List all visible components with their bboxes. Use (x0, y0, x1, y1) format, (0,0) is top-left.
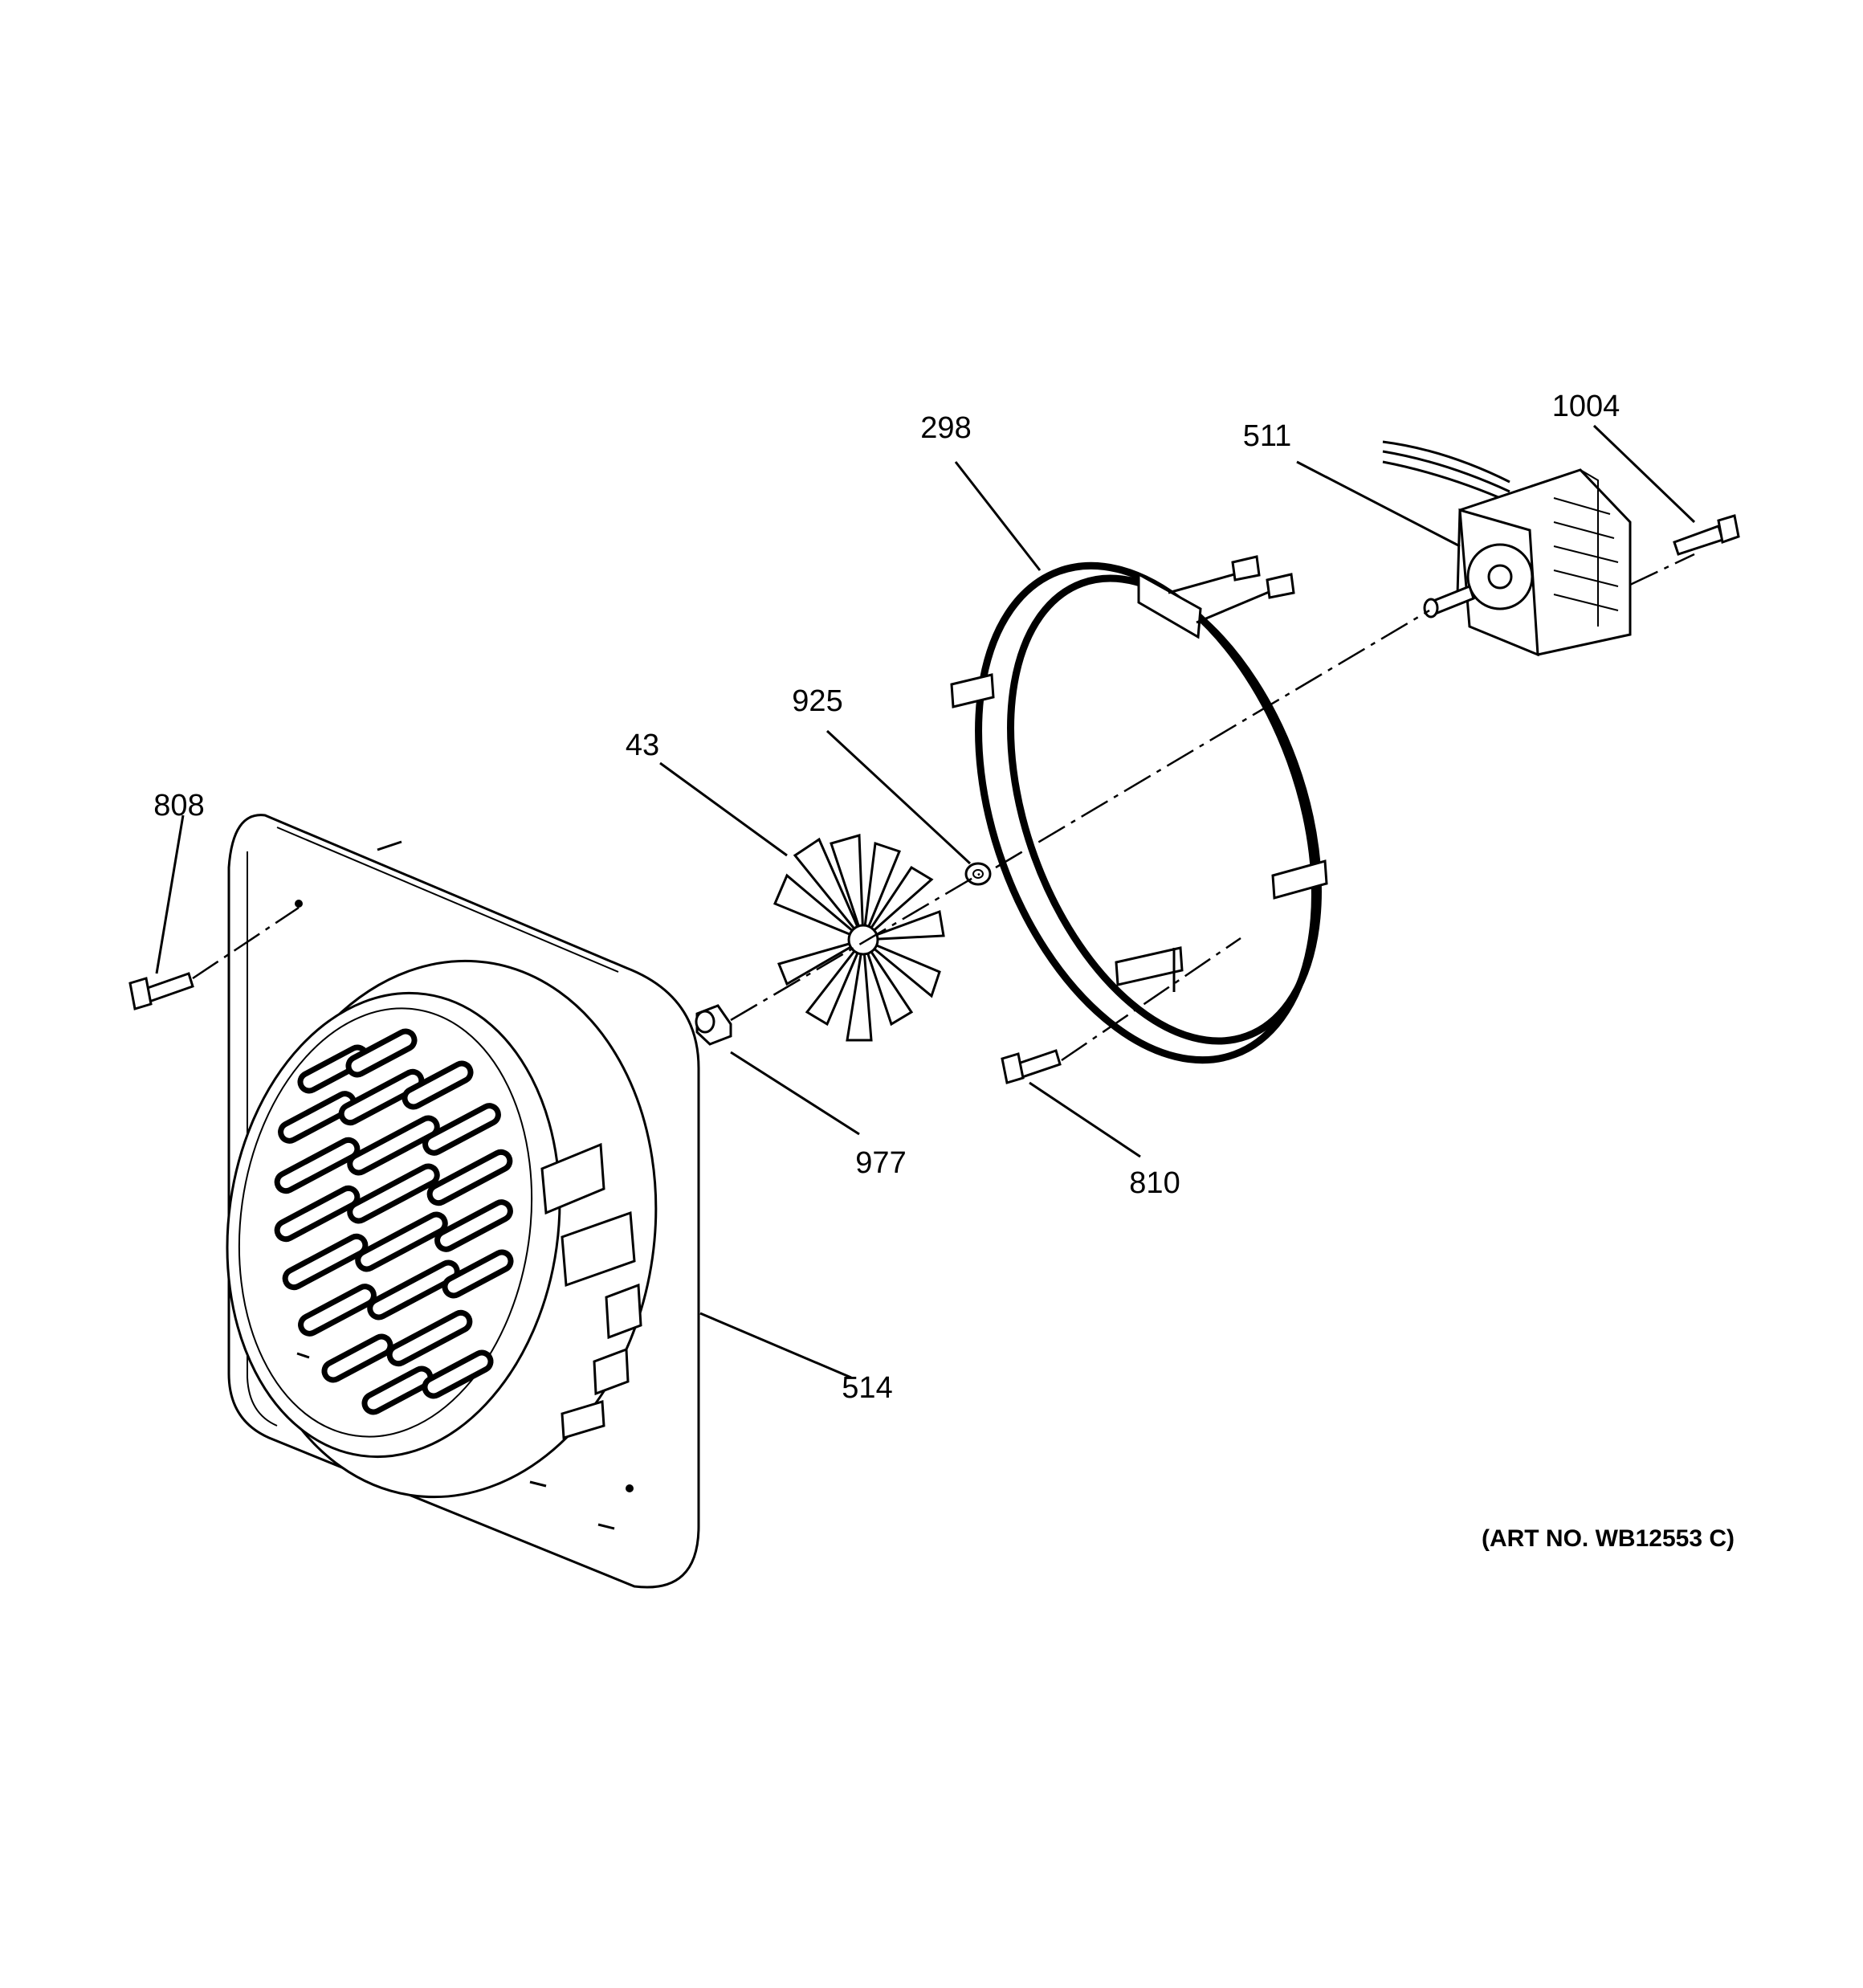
leader-lines (155, 424, 1696, 1379)
nut-icon[interactable] (695, 1004, 732, 1046)
assembly-axis-lines (192, 553, 1695, 1062)
callout-925: 925 (792, 684, 842, 718)
callout-977: 977 (855, 1146, 906, 1180)
screw-icon[interactable] (128, 972, 194, 1010)
callout-810: 810 (1129, 1166, 1180, 1200)
callout-511: 511 (1243, 419, 1292, 453)
screw-icon[interactable] (1673, 514, 1740, 556)
grille-slots (274, 1028, 514, 1415)
fan-blade-icon[interactable] (773, 834, 945, 1042)
screw-icon[interactable] (1001, 1049, 1062, 1084)
callout-298: 298 (920, 411, 971, 445)
callout-1004: 1004 (1552, 390, 1620, 423)
callout-514: 514 (842, 1371, 892, 1405)
callout-labels: 298 511 1004 925 43 808 977 810 514 (153, 390, 1620, 1405)
heating-element-ring-icon[interactable] (915, 519, 1378, 1106)
callout-808: 808 (153, 789, 204, 823)
callout-43: 43 (626, 729, 659, 762)
art-number: (ART NO. WB12553 C) (1482, 1525, 1735, 1552)
fan-motor-icon[interactable] (1382, 440, 1632, 657)
fan-cover-panel-icon[interactable] (198, 814, 700, 1589)
